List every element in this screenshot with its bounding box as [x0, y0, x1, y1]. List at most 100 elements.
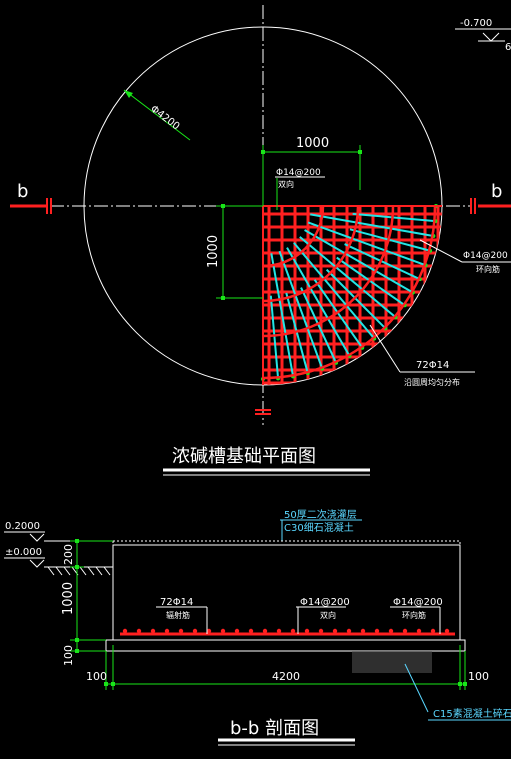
elev-ground-symbol — [29, 559, 45, 568]
dim-bottom-tick-3 — [458, 682, 462, 686]
rebar-dot — [318, 628, 324, 634]
rebar-dot — [206, 628, 212, 634]
section-view: 50厚二次浇灌层 C30细石混凝土 72Φ14 辐射筋 Φ14@200 双向 Φ… — [4, 508, 511, 746]
rebar-dot — [402, 628, 408, 634]
bedding-label: C15素混凝土碎石铺垫层 — [433, 707, 511, 720]
radial-bar — [349, 228, 431, 252]
rebar-dot — [304, 628, 310, 634]
section-rebar-dots — [122, 628, 450, 634]
mesh-label-line1: Φ14@200 — [276, 168, 321, 178]
mesh-label-line2: 双向 — [278, 179, 294, 189]
radial-bar — [286, 247, 351, 357]
section-mark-left: b — [17, 181, 28, 202]
rebar-dot — [234, 628, 240, 634]
plan-elevation-cut: 6 — [505, 42, 511, 53]
dim-bottom-tick-1 — [104, 682, 108, 686]
rebar-dot — [360, 628, 366, 634]
ground-hatch-stroke — [87, 566, 95, 576]
rebar-dot — [220, 628, 226, 634]
dim-h-tick-left — [261, 150, 265, 154]
rebar-dot — [178, 628, 184, 634]
radial-bar — [285, 292, 309, 374]
dim-chain-tick-4 — [75, 649, 79, 653]
radial-bar — [304, 229, 414, 294]
section-radial-label-1: 72Φ14 — [160, 597, 193, 608]
radial-bar — [352, 212, 436, 223]
section-ring-label-2: 环向筋 — [402, 610, 426, 620]
rebar-dot — [290, 628, 296, 634]
ring-bar-arc — [262, 205, 360, 303]
radial-leader — [369, 324, 401, 373]
ring-label-line1: Φ14@200 — [463, 251, 508, 261]
radial-label-line2: 沿圆周均匀分布 — [404, 377, 460, 387]
rebar-dot — [374, 628, 380, 634]
section-radial-label-2: 辐射筋 — [166, 610, 190, 620]
dim-100-bottom-left-text: 100 — [86, 670, 107, 683]
diameter-label: Φ4200 — [148, 104, 181, 133]
radial-bar — [299, 236, 397, 318]
dim-v-tick-top — [221, 204, 225, 208]
radial-bar — [344, 243, 421, 281]
plan-title: 浓碱槽基础平面图 — [172, 446, 316, 467]
radial-bar — [325, 268, 387, 330]
rebar-dot — [248, 628, 254, 634]
radial-bar — [336, 256, 406, 307]
rebar-dot — [388, 628, 394, 634]
rebar-dot — [444, 628, 450, 634]
radial-bar — [307, 221, 426, 267]
dim-h-tick-right — [358, 150, 362, 154]
concrete-label: C30细石混凝土 — [284, 521, 354, 534]
ground-hatch-stroke — [63, 566, 71, 576]
radial-bar — [300, 287, 338, 364]
dim-chain-tick-1 — [75, 539, 79, 543]
dim-h-text: 1000 — [296, 136, 329, 151]
grout-layer — [112, 540, 461, 546]
foundation-body — [112, 544, 461, 641]
radial-bar — [310, 213, 434, 238]
radial-bar — [269, 295, 280, 379]
section-mesh-label-2: 双向 — [320, 610, 336, 620]
diameter-leader — [123, 89, 191, 141]
ground-hatch-stroke — [55, 566, 63, 576]
elev-top-symbol — [29, 533, 45, 542]
dim-v-text: 1000 — [206, 235, 221, 268]
rebar-dot — [262, 628, 268, 634]
plan-elevation-symbol — [482, 32, 500, 42]
rebar-dot — [136, 628, 142, 634]
rebar-dot — [346, 628, 352, 634]
radial-bar — [293, 242, 375, 340]
dim-1000-text: 1000 — [61, 582, 76, 615]
ring-bar-arc — [262, 205, 437, 380]
dim-100-left-text: 100 — [62, 645, 75, 666]
bedding-leader — [404, 663, 429, 713]
bedding-hatch — [352, 651, 432, 673]
dim-chain-tick-3 — [75, 638, 79, 642]
rebar-dot — [332, 628, 338, 634]
rebar-dot — [122, 628, 128, 634]
section-title: b-b 剖面图 — [230, 718, 319, 739]
ring-leader — [419, 239, 463, 263]
rebar-dot — [430, 628, 436, 634]
section-ring-label-1: Φ14@200 — [393, 597, 443, 608]
dim-bottom-tick-4 — [463, 682, 467, 686]
section-mark-right: b — [491, 181, 502, 202]
elev-ground-text: ±0.000 — [5, 547, 42, 558]
dim-chain-tick-2 — [75, 565, 79, 569]
ring-bar-arc — [262, 205, 395, 338]
rebar-dot — [192, 628, 198, 634]
ring-label-line2: 环向筋 — [476, 264, 500, 274]
dim-100-right-text: 100 — [468, 670, 489, 683]
plan-view: Φ4200 1000 Φ14@200 双向 1000 Φ14@200 环向筋 7… — [10, 5, 511, 476]
section-mesh-label-1: Φ14@200 — [300, 597, 350, 608]
plan-elevation-text: -0.700 — [460, 18, 492, 29]
dim-bottom-tick-2 — [111, 682, 115, 686]
dim-200-text: 200 — [62, 544, 75, 565]
dim-4200-text: 4200 — [272, 670, 300, 683]
elev-top-text: 0.2000 — [5, 521, 40, 532]
radial-bar — [313, 279, 364, 349]
ring-rebar-group — [262, 205, 437, 380]
ground-hatch-stroke — [47, 566, 55, 576]
ground-hatch-stroke — [95, 566, 103, 576]
ground-hatch-stroke — [103, 566, 111, 576]
